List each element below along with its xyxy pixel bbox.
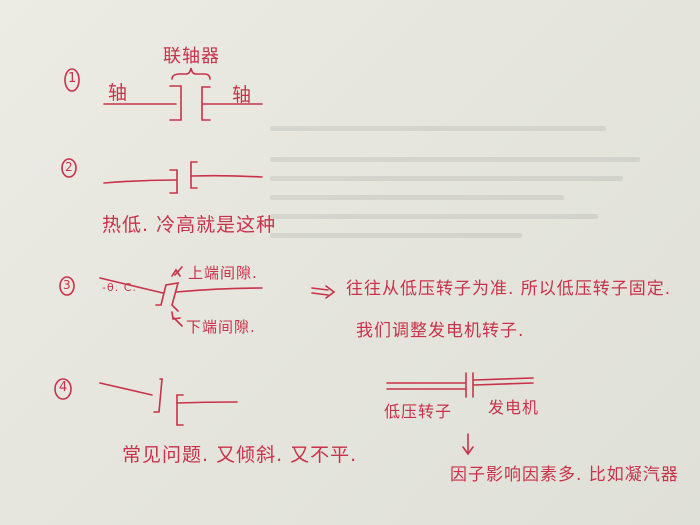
upper-gap-label: 上端间隙.	[188, 264, 258, 282]
left-shaft-label: 轴	[108, 82, 129, 104]
section-4-caption: 常见问题. 又倾斜. 又不平.	[122, 444, 358, 466]
section-3-sketch-marks: -θ. C.	[102, 281, 137, 294]
circle-2-icon	[61, 158, 77, 178]
conclusion-line-1: 往往从低压转子为准. 所以低压转子固定.	[346, 279, 672, 299]
section-number-3: 3	[63, 278, 72, 292]
coupling-label: 联轴器	[163, 46, 220, 67]
circle-3-icon	[59, 276, 75, 296]
right-shaft-label: 轴	[232, 84, 253, 106]
section-number-4: 4	[59, 380, 69, 395]
circle-1-icon	[64, 68, 80, 92]
lower-gap-label: 下端间隙.	[186, 318, 256, 336]
section-number-1: 1	[68, 71, 78, 86]
conclusion-line-2: 我们调整发电机转子.	[356, 321, 525, 341]
bottom-note: 因子影响因素多. 比如凝汽器	[450, 465, 679, 485]
section-2-caption: 热低. 冷高就是这种	[102, 214, 277, 236]
section-number-2: 2	[65, 160, 74, 174]
bleed-through-text	[270, 118, 690, 318]
circle-4-icon	[54, 378, 72, 400]
low-pressure-rotor-label: 低压转子	[384, 402, 453, 421]
generator-label: 发电机	[488, 398, 540, 417]
